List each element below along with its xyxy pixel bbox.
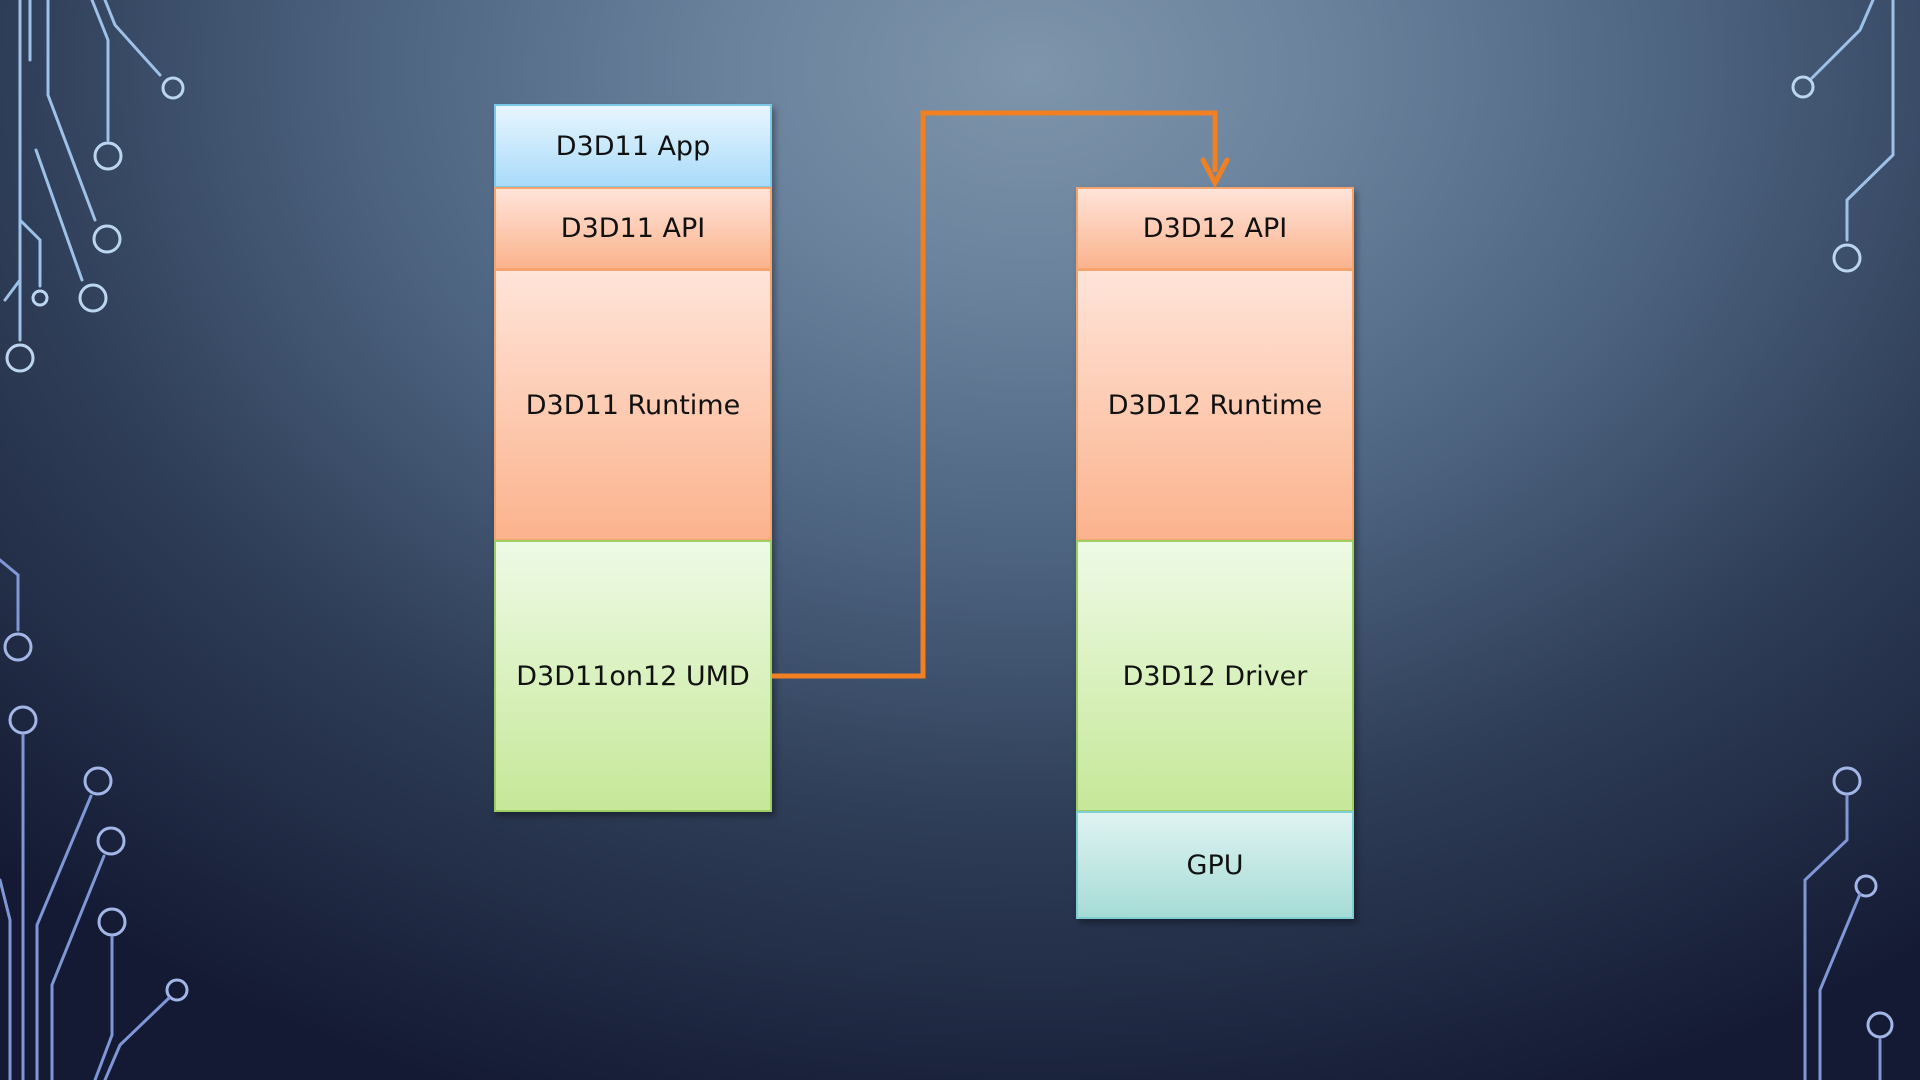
d3d11-app-layer: D3D11 App xyxy=(494,104,772,188)
circuit-top-left xyxy=(3,0,185,373)
d3d12-api-label: D3D12 API xyxy=(1142,213,1288,244)
d3d12-runtime-layer: D3D12 Runtime xyxy=(1076,269,1354,541)
d3d11-runtime-label: D3D11 Runtime xyxy=(525,389,741,421)
connector-line xyxy=(772,110,1218,679)
d3d12-stack: D3D12 API D3D12 Runtime D3D12 Driver GPU xyxy=(1076,187,1354,919)
d3d11-api-layer: D3D11 API xyxy=(494,187,772,270)
circuit-bottom-right xyxy=(1803,766,1894,1080)
d3d11-stack: D3D11 App D3D11 API D3D11 Runtime D3D11o… xyxy=(494,104,772,812)
circuit-bottom-left xyxy=(0,558,189,1080)
d3d11-api-label: D3D11 API xyxy=(560,213,706,244)
gpu-label: GPU xyxy=(1186,849,1244,881)
circuit-top-right xyxy=(1791,0,1895,273)
d3d12-driver-layer: D3D12 Driver xyxy=(1076,540,1354,812)
d3d11on12-umd-label: D3D11on12 UMD xyxy=(516,660,750,692)
d3d11-app-label: D3D11 App xyxy=(555,130,711,162)
d3d12-driver-label: D3D12 Driver xyxy=(1122,660,1308,692)
d3d12-runtime-label: D3D12 Runtime xyxy=(1107,389,1323,421)
d3d12-api-layer: D3D12 API xyxy=(1076,187,1354,270)
connector-arrowhead xyxy=(1200,157,1230,189)
d3d11-runtime-layer: D3D11 Runtime xyxy=(494,269,772,541)
gpu-layer: GPU xyxy=(1076,811,1354,919)
d3d11on12-umd-layer: D3D11on12 UMD xyxy=(494,540,772,812)
